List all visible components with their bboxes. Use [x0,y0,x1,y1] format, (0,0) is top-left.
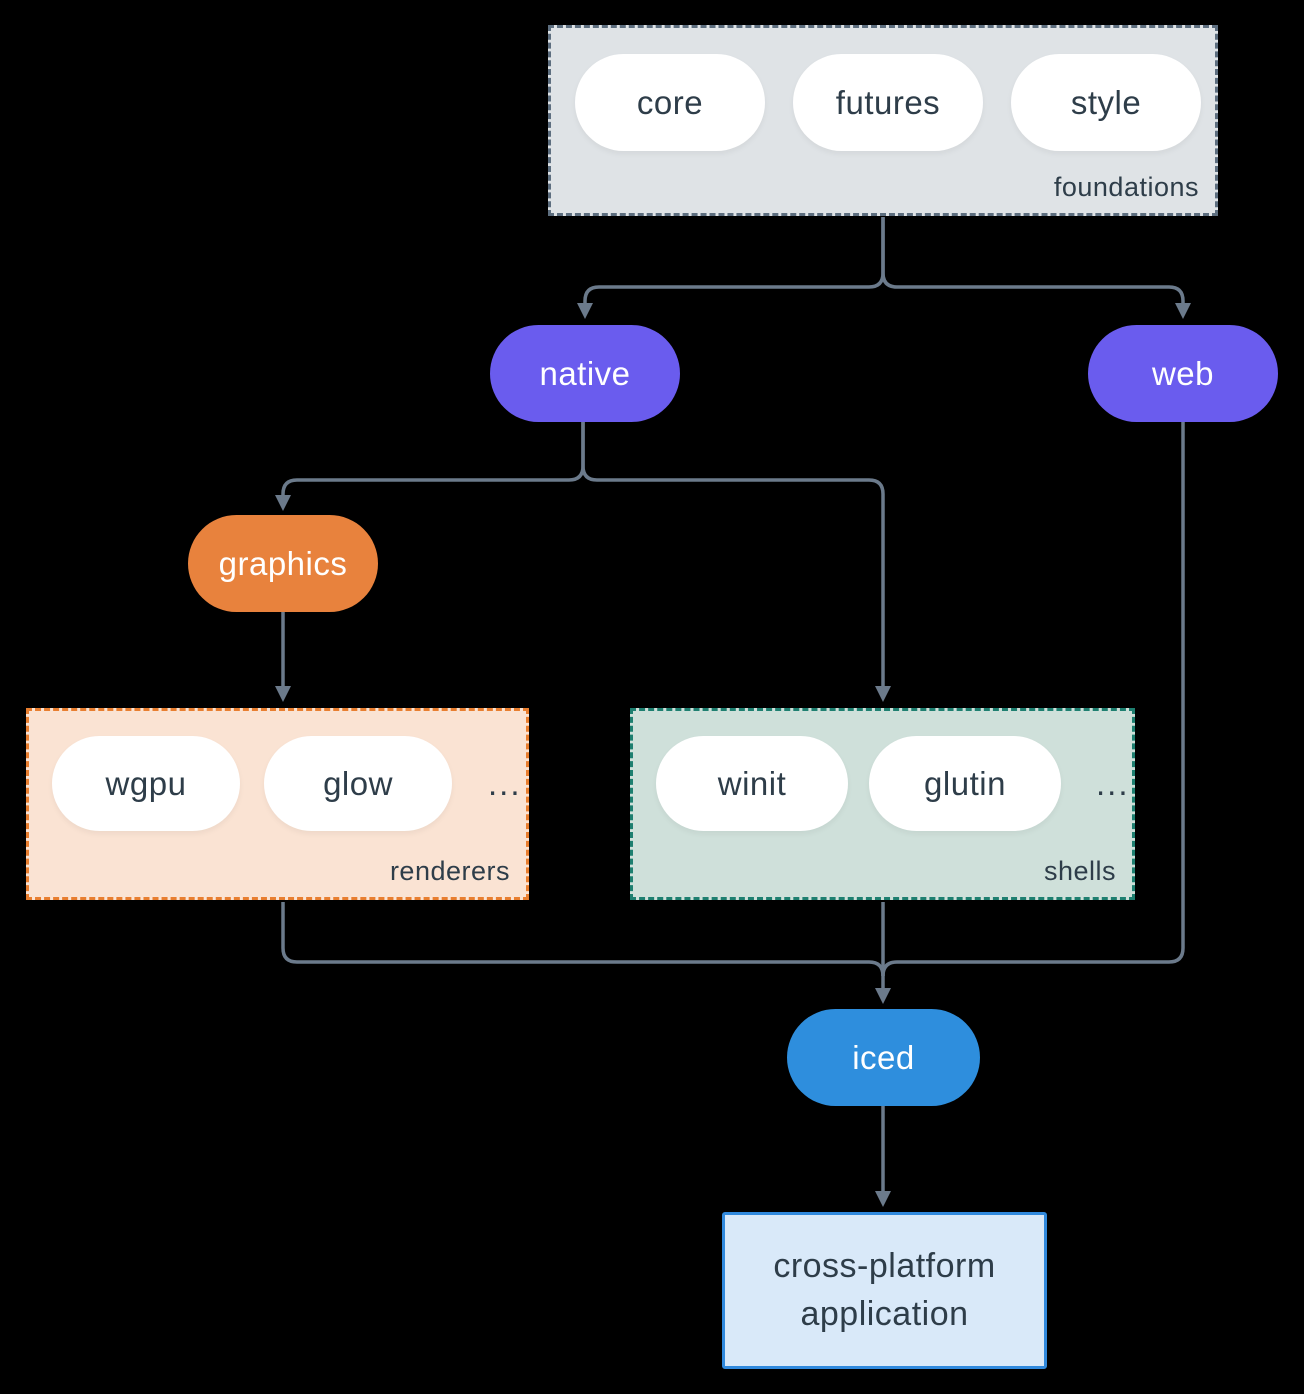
renderers-pill-row: wgpu glow ... [52,736,526,831]
arrowhead-web [1175,303,1191,319]
node-glutin: glutin [869,736,1061,831]
edge-renderers-iced [281,902,885,977]
node-web: web [1088,325,1278,422]
renderers-group: wgpu glow ... renderers [26,708,529,900]
edge-foundations-native [583,217,885,305]
renderers-label: renderers [389,856,510,886]
edge-native-graphics [281,422,585,497]
node-cross-platform-application: cross-platform application [722,1212,1047,1369]
shells-ellipsis: ... [1096,764,1130,802]
foundations-group: core futures style foundations [548,25,1218,216]
node-graphics: graphics [188,515,378,612]
foundations-pill-row: core futures style [575,54,1215,151]
node-style: style [1011,54,1201,151]
node-wgpu: wgpu [52,736,240,831]
shells-pill-row: winit glutin ... [656,736,1132,831]
arrowhead-iced [875,988,891,1004]
arrowhead-graphics [275,495,291,511]
node-iced: iced [787,1009,980,1106]
edge-foundations-web [881,217,1185,305]
arrowhead-application [875,1191,891,1207]
node-futures: futures [793,54,983,151]
arrowhead-shells [875,686,891,702]
renderers-ellipsis: ... [488,764,522,802]
node-glow: glow [264,736,452,831]
node-native: native [490,325,680,422]
arrowhead-renderers [275,686,291,702]
application-label: cross-platform application [773,1246,996,1333]
shells-group: winit glutin ... shells [630,708,1135,900]
node-core: core [575,54,765,151]
arrowhead-native [577,303,593,319]
foundations-label: foundations [1053,172,1199,202]
shells-label: shells [1043,856,1116,886]
edge-native-shells [581,422,885,688]
node-winit: winit [656,736,848,831]
